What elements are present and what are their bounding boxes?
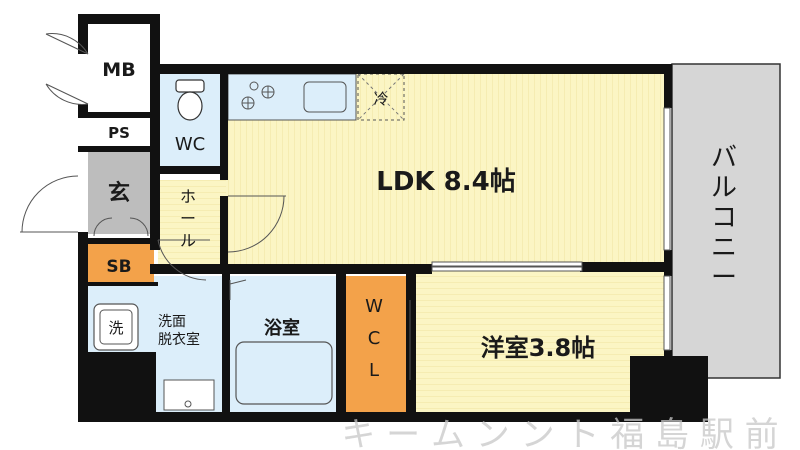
sb-floor xyxy=(88,244,154,282)
label-western: 洋室3.8帖 xyxy=(481,334,596,362)
western-room-floor xyxy=(410,270,666,412)
wash-basin xyxy=(163,379,215,411)
wcl-floor xyxy=(344,276,406,412)
label-mb: MB xyxy=(102,59,135,81)
label-wcl-w: W xyxy=(365,296,383,317)
label-washroom-1: 洗面 xyxy=(158,314,186,330)
walls xyxy=(78,14,708,422)
label-genkan: 玄 xyxy=(108,180,130,206)
label-balcony-2: ル xyxy=(711,173,737,203)
label-sb: SB xyxy=(106,257,131,277)
kitchen-sink xyxy=(303,81,347,113)
refrigerator-space xyxy=(357,73,405,121)
label-wcl-l: L xyxy=(369,360,379,381)
label-balcony-5: ー xyxy=(711,263,737,293)
washing-machine-icon xyxy=(93,303,139,351)
label-washroom-2: 脱衣室 xyxy=(158,331,200,348)
label-refrigerator: 冷 xyxy=(373,90,388,108)
balcony-area xyxy=(671,63,781,379)
watermark: キ ー ム ン ン ト 福 島 駅 前 xyxy=(341,415,778,450)
label-wash-symbol: 洗 xyxy=(108,319,123,337)
label-balcony-3: コ xyxy=(711,203,737,233)
label-hall-2: ー xyxy=(180,209,196,228)
label-ps: PS xyxy=(108,124,130,142)
label-ldk: LDK 8.4帖 xyxy=(376,167,515,197)
mb-box xyxy=(88,24,150,112)
bathtub xyxy=(235,341,333,405)
label-bath: 浴室 xyxy=(264,317,300,339)
ps-box xyxy=(88,118,150,146)
genkan-floor xyxy=(88,152,154,234)
label-hall-1: ホ xyxy=(180,187,196,206)
window-western xyxy=(663,275,671,351)
label-hall-3: ル xyxy=(180,231,196,250)
label-balcony-1: バ xyxy=(711,143,737,173)
toilet-icon xyxy=(175,79,205,121)
label-wc: WC xyxy=(175,134,205,155)
door-swings xyxy=(20,33,411,380)
hall-floor xyxy=(158,180,226,272)
window-ldk xyxy=(663,107,671,251)
label-wcl-c: C xyxy=(368,328,381,349)
stove-icon xyxy=(241,81,275,110)
sliding-door xyxy=(431,261,583,272)
label-balcony-4: ニ xyxy=(711,233,737,263)
